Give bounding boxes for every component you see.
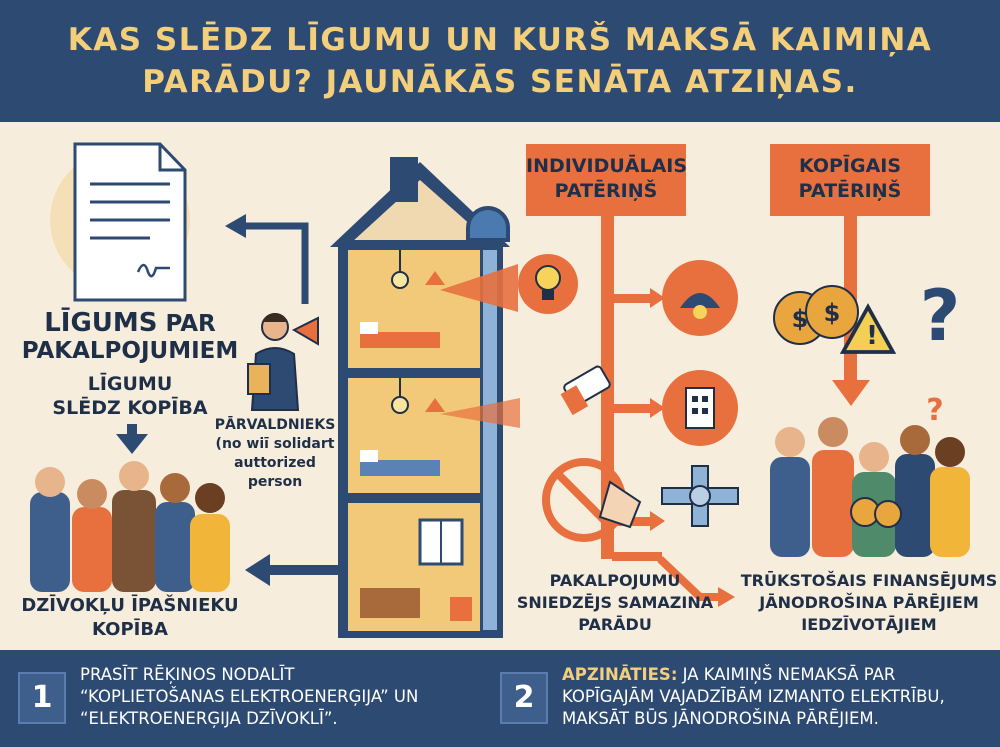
- down-arrow-icon: [116, 424, 148, 454]
- tip-number-1: 1: [18, 672, 66, 724]
- svg-text:$: $: [792, 305, 809, 333]
- tip-1-line-2: “KOPLIETOŠANAS ELEKTROENERĢIJA” UN: [80, 687, 419, 706]
- common-line-1: KOPĪGAIS: [798, 155, 902, 177]
- concluded-by-line-1: LĪGUMU: [87, 373, 173, 395]
- owners-group-icon: [30, 461, 230, 592]
- tip-2-text: APZINĀTIES: JA KAIMIŅŠ NEMAKSĀ PAR KOPĪG…: [562, 664, 992, 730]
- lightbulb-icon: [518, 254, 578, 314]
- title-line-1: KAS SLĒDZ LĪGUMU UN KURŠ MAKSĀ KAIMIŅA: [67, 22, 933, 58]
- residents-group-icon: [770, 417, 970, 557]
- contract-document-icon: [50, 142, 190, 302]
- ceiling-lamp-icon: [662, 260, 738, 336]
- illustration: $ $ ! ? ?: [30, 142, 970, 638]
- provider-line-1: PAKALPOJUMU: [549, 571, 681, 590]
- contract-title: LĪGUMS PAR PAKALPOJUMIEM: [20, 310, 240, 365]
- question-mark-icon: ? ?: [920, 275, 961, 428]
- tip-2-highlight: APZINĀTIES:: [562, 665, 678, 684]
- footer-tips: 1 PRASĪT RĒĶINOS NODALĪT “KOPLIETOŠANAS …: [0, 650, 1000, 747]
- tip-2-line-3: MAKSĀT BŪS JĀNODROŠINA PĀRĒJIEM.: [562, 709, 879, 728]
- tip-2-line-1: APZINĀTIES: JA KAIMIŅŠ NEMAKSĀ PAR: [562, 664, 992, 686]
- manager-line-3: auttorized: [234, 455, 316, 471]
- arrow-to-owners-icon: [245, 554, 338, 586]
- svg-text:?: ?: [920, 275, 961, 357]
- apartment-building-icon: [330, 157, 510, 638]
- svg-text:?: ?: [926, 393, 943, 428]
- title-banner: KAS SLĒDZ LĪGUMU UN KURŠ MAKSĀ KAIMIŅA P…: [0, 0, 1000, 122]
- common-consumption-box: KOPĪGAIS PATĒRIŅŠ: [770, 144, 930, 216]
- building-meter-icon: [662, 370, 738, 446]
- provider-line-3: PARĀDU: [578, 615, 652, 634]
- infographic-canvas: $ $ ! ? ?: [0, 122, 1000, 650]
- shortfall-line-2: JĀNODROŠINA PĀRĒJIEM: [759, 593, 979, 612]
- contract-title-c: PAKALPOJUMIEM: [21, 338, 239, 364]
- tip-number-2: 2: [500, 672, 548, 724]
- owners-line-1: DZĪVOKĻU ĪPAŠNIEKU: [21, 595, 239, 616]
- individual-line-2: PATĒRIŅŠ: [554, 180, 658, 202]
- tip-2-line-1-text: JA KAIMIŅŠ NEMAKSĀ PAR: [682, 665, 896, 684]
- tip-1-line-1: PRASĪT RĒĶINOS NODALĪT: [80, 665, 295, 684]
- svg-text:!: !: [866, 321, 878, 351]
- tip-2-line-2: KOPĪGAJĀM VAJADZĪBĀM IZMANTO ELEKTRĪBU,: [562, 687, 945, 706]
- provider-text: PAKALPOJUMU SNIEDZĒJS SAMAZINA PARĀDU: [505, 570, 725, 636]
- money-bags-icon: $ $: [773, 285, 859, 345]
- eraser-icon: [560, 365, 611, 416]
- owners-line-2: KOPĪBA: [92, 619, 168, 640]
- tip-1-line-3: “ELEKTROENERĢIJA DZĪVOKLĪ”.: [80, 709, 338, 728]
- contract-title-a: LĪGUMS: [44, 308, 158, 338]
- shortfall-line-1: TRŪKSTOŠAIS FINANSĒJUMS: [740, 571, 998, 590]
- individual-line-1: INDIVIDUĀLAIS: [526, 155, 688, 177]
- manager-label: PĀRVALDNIEKS (no wiī solidart auttorized…: [214, 416, 336, 492]
- individual-consumption-box: INDIVIDUĀLAIS PATĒRIŅŠ: [526, 144, 688, 216]
- shortfall-text: TRŪKSTOŠAIS FINANSĒJUMS JĀNODROŠINA PĀRĒ…: [738, 570, 1000, 636]
- manager-line-1: PĀRVALDNIEKS: [214, 417, 336, 433]
- manager-figure-icon: [247, 313, 319, 411]
- provider-line-2: SNIEDZĒJS SAMAZINA: [516, 593, 714, 612]
- common-line-2: PATĒRIŅŠ: [798, 180, 902, 202]
- concluded-by-text: LĪGUMU SLĒDZ KOPĪBA: [20, 372, 240, 420]
- no-money-icon: [542, 458, 642, 542]
- concluded-by-line-2: SLĒDZ KOPĪBA: [52, 397, 208, 419]
- title-line-2: PARĀDU? JAUNĀKĀS SENĀTA ATZIŅAS.: [142, 64, 858, 100]
- owners-label: DZĪVOKĻU ĪPAŠNIEKU KOPĪBA: [10, 594, 250, 642]
- water-pipe-icon: [661, 465, 739, 527]
- manager-line-2: (no wiī solidart: [215, 436, 335, 452]
- tip-1-text: PRASĪT RĒĶINOS NODALĪT “KOPLIETOŠANAS EL…: [80, 664, 480, 730]
- contract-title-b: PAR: [165, 311, 216, 337]
- shortfall-line-3: IEDZĪVOTĀJIEM: [801, 615, 937, 634]
- manager-line-4: person: [247, 474, 303, 490]
- warning-icon: !: [839, 303, 897, 354]
- arrow-to-contract-icon: [225, 214, 309, 304]
- svg-text:$: $: [824, 299, 841, 327]
